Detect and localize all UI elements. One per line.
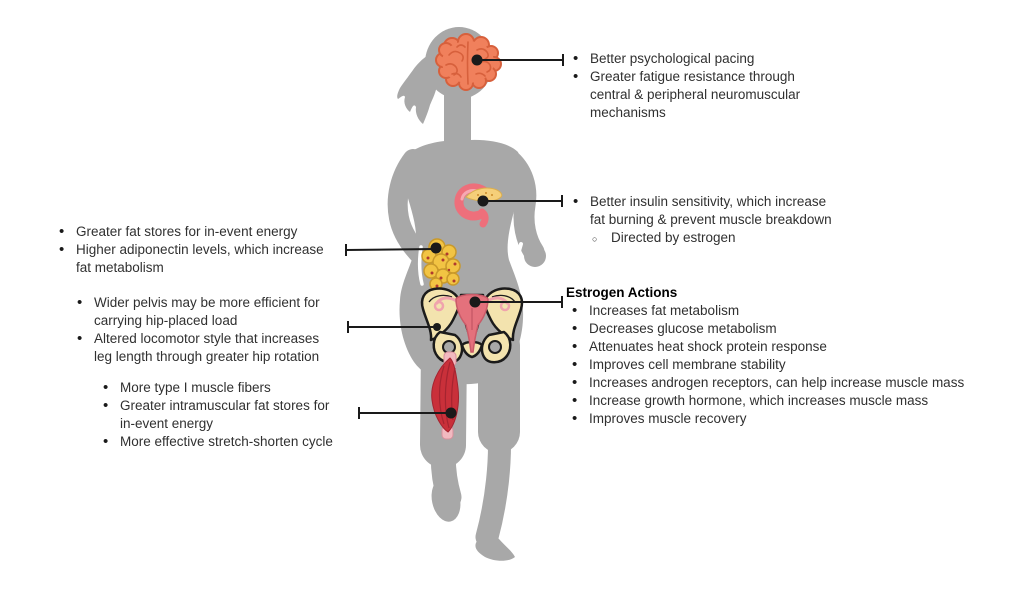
list-item: Altered locomotor style that increases l… <box>70 330 370 366</box>
pancreas-icon <box>454 183 503 228</box>
estrogen-actions-title: Estrogen Actions <box>566 285 678 300</box>
fat-stores-annotation-list: Greater fat stores for in-event energy H… <box>52 223 352 277</box>
list-item: Better insulin sensitivity, which increa… <box>566 193 886 229</box>
left-arm-shape <box>387 149 432 267</box>
list-item: Wider pelvis may be more efficient for c… <box>70 294 370 330</box>
list-item: Greater fat stores for in-event energy <box>52 223 352 241</box>
brain-annotation-list: Better psychological pacing Greater fati… <box>566 50 866 122</box>
list-item: More effective stretch-shorten cycle <box>96 433 376 451</box>
insulin-annotation-list: Better insulin sensitivity, which increa… <box>566 193 886 248</box>
list-item: Greater intramuscular fat stores for in-… <box>96 397 376 433</box>
list-item: Improves muscle recovery <box>565 410 1005 428</box>
insulin-annotation-block: Better insulin sensitivity, which increa… <box>566 193 886 248</box>
list-sub-item: Directed by estrogen <box>566 229 886 248</box>
list-item: Increases androgen receptors, can help i… <box>565 374 1005 392</box>
fat-cells-icon <box>421 238 461 291</box>
left-foot-shape <box>431 478 461 522</box>
list-item: More type I muscle fibers <box>96 379 376 397</box>
list-item: Decreases glucose metabolism <box>565 320 1005 338</box>
list-item: Greater fatigue resistance through centr… <box>566 68 866 122</box>
list-item: Attenuates heat shock protein response <box>565 338 1005 356</box>
fat-stores-annotation-block: Greater fat stores for in-event energy H… <box>52 223 352 277</box>
right-arm-shape <box>497 147 545 263</box>
pelvis-annotation-block: Wider pelvis may be more efficient for c… <box>70 294 370 366</box>
left-arm-gap <box>417 245 424 286</box>
right-calf-shape <box>475 416 511 549</box>
right-arm-gap <box>515 242 523 278</box>
list-item: Better psychological pacing <box>566 50 866 68</box>
list-item: Increases fat metabolism <box>565 302 1005 320</box>
estrogen-actions-list: Increases fat metabolism Decreases gluco… <box>565 302 1005 428</box>
right-fist-shape <box>524 245 546 267</box>
muscle-annotation-block: More type I muscle fibers Greater intram… <box>96 379 376 451</box>
list-item: Improves cell membrane stability <box>565 356 1005 374</box>
list-item: Higher adiponectin levels, which increas… <box>52 241 352 277</box>
estrogen-actions-block: Estrogen Actions Increases fat metabolis… <box>565 284 1005 428</box>
brain-annotation-block: Better psychological pacing Greater fati… <box>566 50 866 122</box>
list-item: Increase growth hormone, which increases… <box>565 392 1005 410</box>
pelvis-annotation-list: Wider pelvis may be more efficient for c… <box>70 294 370 366</box>
neck-shape <box>444 85 471 145</box>
right-foot-shape <box>475 534 515 561</box>
muscle-annotation-list: More type I muscle fibers Greater intram… <box>96 379 376 451</box>
brain-icon <box>435 33 502 91</box>
